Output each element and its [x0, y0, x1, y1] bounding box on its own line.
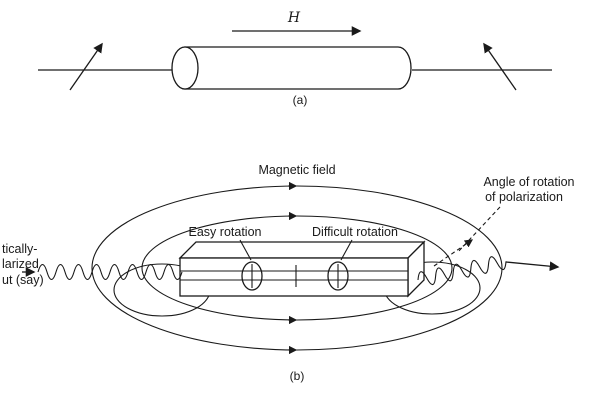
crystal-top-face [178, 241, 426, 259]
easy-rotation-ellipse [241, 261, 263, 291]
difficult-rotation-label: Difficult rotation [312, 225, 398, 239]
angle-label-line2: of polarization [485, 190, 563, 204]
polarization-arrow-left [69, 42, 103, 91]
input-label-line1: tically- [2, 242, 37, 256]
output-wave-group [417, 256, 507, 286]
difficult-rotation-leader [340, 239, 353, 261]
output-wave [417, 256, 507, 286]
angle-rotation-dashed-arrow [433, 239, 474, 267]
rod-body [184, 46, 412, 90]
diagram-part-b: Magnetic field Easy rotation Difficult r… [2, 163, 575, 383]
difficult-rotation-ellipse [327, 261, 349, 291]
diagram-part-a: H (a) [38, 10, 552, 107]
rod-end-face [171, 46, 199, 90]
easy-rotation-leader [239, 239, 252, 261]
easy-rotation-label: Easy rotation [189, 225, 262, 239]
input-label-line2: larized [2, 257, 39, 271]
input-wave [37, 263, 183, 281]
h-field-label: H [287, 10, 301, 26]
output-arrow [505, 261, 560, 272]
magnetic-field-label: Magnetic field [258, 163, 335, 177]
crystal-front-face [179, 257, 409, 297]
input-label-line3: ut (say) [2, 273, 44, 287]
caption-b: (b) [290, 369, 305, 383]
angle-label-line1: Angle of rotation [483, 175, 574, 189]
polarization-arrow-right [483, 42, 517, 91]
caption-a: (a) [293, 93, 308, 107]
